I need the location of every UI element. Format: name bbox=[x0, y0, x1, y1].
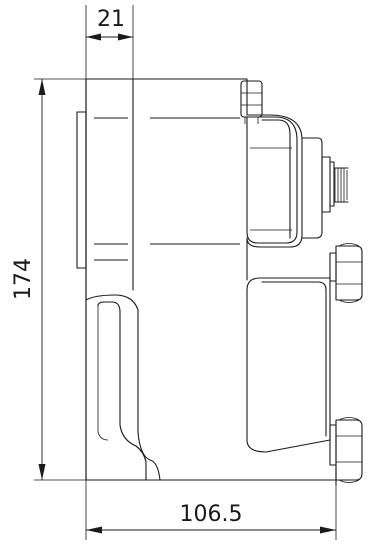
lower-bolt bbox=[329, 417, 363, 486]
lower-flange bbox=[85, 294, 161, 481]
top-nut bbox=[240, 80, 263, 124]
dimension-top-width: 21 bbox=[85, 5, 134, 80]
junction-box bbox=[246, 116, 298, 244]
upper-bolt bbox=[329, 243, 363, 303]
dimension-overall-width: 106.5 bbox=[85, 480, 337, 540]
dimension-label-top-width: 21 bbox=[97, 7, 125, 32]
dimension-label-overall-width: 106.5 bbox=[180, 502, 243, 527]
connector bbox=[301, 137, 349, 239]
lower-box bbox=[246, 277, 331, 453]
connector-threads bbox=[333, 167, 349, 203]
hidden-lines-upper bbox=[94, 117, 240, 261]
housing-outline bbox=[76, 78, 337, 481]
dimension-label-height: 174 bbox=[11, 258, 36, 300]
dimension-height: 174 bbox=[11, 78, 247, 481]
